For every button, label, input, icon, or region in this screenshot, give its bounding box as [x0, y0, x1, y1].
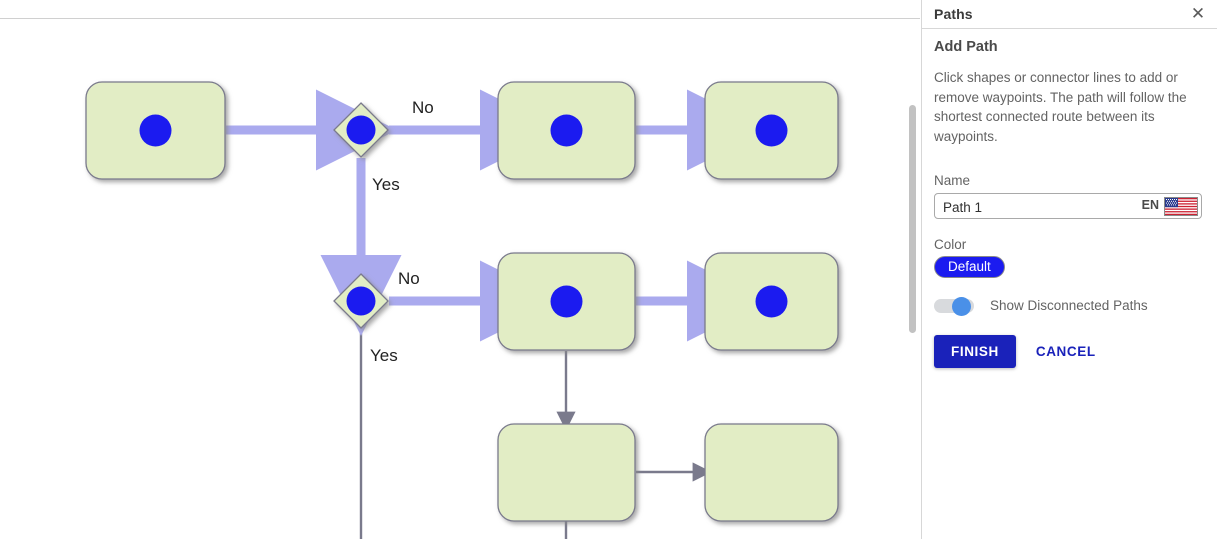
waypoint-marker[interactable]: [346, 115, 376, 145]
finish-button[interactable]: FINISH: [934, 335, 1016, 368]
shape-r1-end[interactable]: [704, 81, 839, 180]
panel-description: Click shapes or connector lines to add o…: [934, 70, 1187, 144]
color-field-label: Color: [934, 237, 967, 252]
language-code: EN: [1141, 198, 1159, 212]
scrollbar-thumb[interactable]: [909, 105, 916, 333]
waypoint-marker[interactable]: [139, 114, 172, 147]
flowchart-diagram: No Yes No Yes: [85, 81, 839, 539]
edge-label-yes-2: Yes: [370, 346, 398, 365]
waypoint-marker[interactable]: [755, 114, 788, 147]
shape-r3-end[interactable]: [704, 423, 839, 522]
panel-body: Add Path Click shapes or connector lines…: [922, 39, 1217, 368]
shape-r2-end[interactable]: [704, 252, 839, 351]
color-chip[interactable]: Default: [934, 256, 1005, 278]
edge-label-no-2: No: [398, 269, 420, 288]
path-connectors[interactable]: [226, 89, 768, 342]
name-input[interactable]: [941, 194, 1135, 220]
edge-label-yes-1: Yes: [372, 175, 400, 194]
canvas-top-divider: [0, 18, 920, 19]
panel-header: Paths ✕: [922, 0, 1217, 29]
section-title: Add Path: [934, 39, 998, 55]
close-icon[interactable]: ✕: [1190, 4, 1206, 24]
name-field-label: Name: [934, 173, 971, 188]
canvas-vertical-scrollbar[interactable]: [905, 20, 919, 539]
toggle-knob[interactable]: [952, 297, 971, 316]
show-disconnected-paths-toggle[interactable]: [934, 297, 979, 316]
page-title: Paths: [934, 6, 973, 22]
panel-actions: FINISH CANCEL: [934, 335, 1205, 368]
shape-r2-mid[interactable]: [497, 252, 636, 351]
shape-r3-mid[interactable]: [497, 423, 636, 522]
paths-panel: Paths ✕ Add Path Click shapes or connect…: [921, 0, 1217, 539]
toggle-label: Show Disconnected Paths: [990, 298, 1148, 313]
decision-2[interactable]: [333, 273, 389, 329]
waypoint-marker[interactable]: [550, 114, 583, 147]
waypoint-marker[interactable]: [550, 285, 583, 318]
name-field-row[interactable]: EN: [934, 193, 1202, 220]
plain-connectors[interactable]: [359, 329, 712, 539]
us-flag-icon[interactable]: [1164, 197, 1198, 216]
edge-label-no-1: No: [412, 98, 434, 117]
show-disconnected-paths-row[interactable]: Show Disconnected Paths: [934, 297, 1205, 316]
shape-start[interactable]: [85, 81, 226, 180]
waypoint-marker[interactable]: [346, 286, 376, 316]
cancel-button[interactable]: CANCEL: [1030, 335, 1102, 368]
diagram-canvas[interactable]: No Yes No Yes: [0, 0, 920, 539]
decision-1[interactable]: [333, 102, 389, 158]
waypoint-marker[interactable]: [755, 285, 788, 318]
shape-r1-mid[interactable]: [497, 81, 636, 180]
